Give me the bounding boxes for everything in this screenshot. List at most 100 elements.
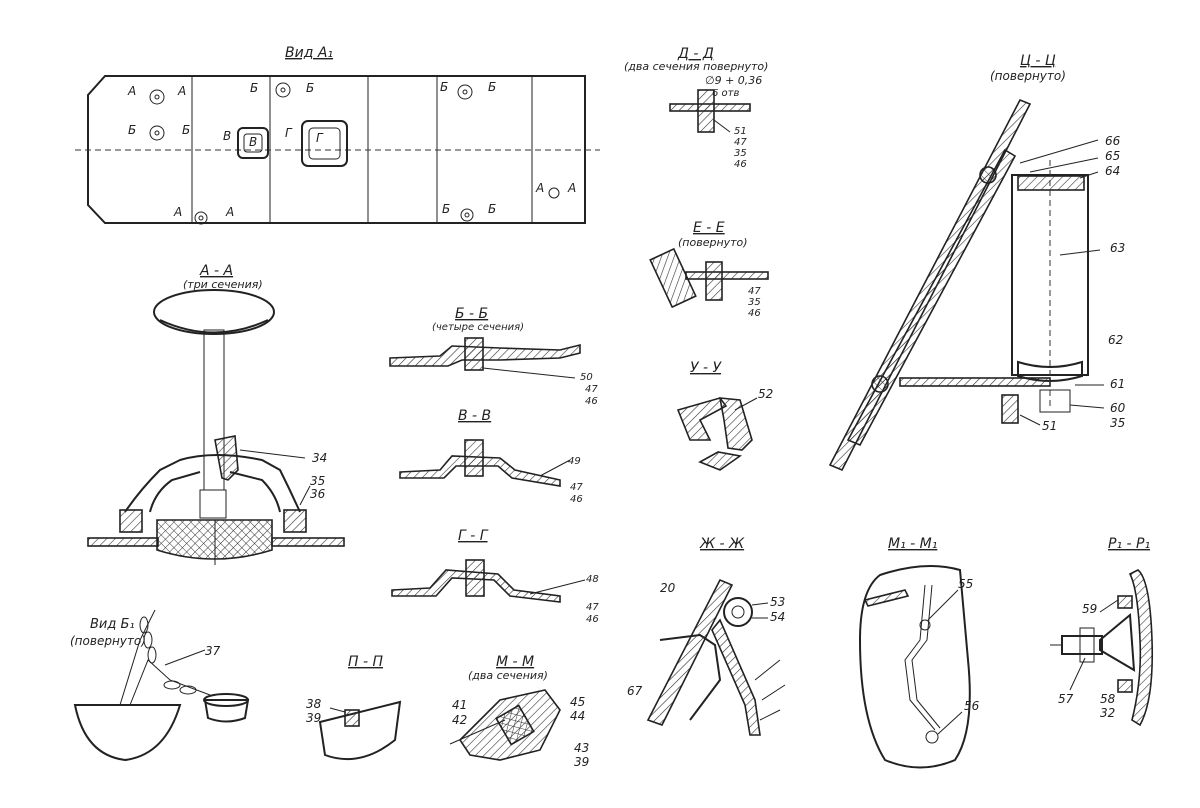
mark: В	[249, 135, 257, 149]
section-gg-title: Г - Г	[458, 528, 489, 544]
view-b1: Вид Б₁ (повернуто) 37	[70, 609, 250, 762]
callout: 35	[748, 297, 761, 308]
section-pp-title: П - П	[348, 654, 383, 670]
callout: 47	[585, 384, 598, 395]
callout: 54	[770, 610, 785, 624]
section-tsts: Ц - Ц (повернуто) 66 65 64 63 62 61 60 3…	[828, 53, 1126, 472]
callout: 46	[748, 308, 761, 319]
section-dd-subtitle: (два сечения повернуто)	[624, 60, 768, 73]
section-mm: М - М (два сечения) 41 42 45 44 43 39	[449, 654, 589, 769]
section-uu: У - У 52	[676, 360, 773, 471]
section-dd-title: Д - Д	[677, 46, 714, 62]
callout: 64	[1105, 164, 1120, 178]
callout: 50	[580, 372, 593, 383]
callout: 51	[734, 126, 747, 137]
callout: 52	[758, 387, 773, 401]
section-mm-subtitle: (два сечения)	[468, 669, 548, 682]
section-ee-subtitle: (повернуто)	[678, 236, 748, 249]
section-aa-subtitle: (три сечения)	[183, 278, 263, 291]
mark: А	[173, 205, 182, 219]
section-ee: Е - Е (повернуто) 47 35 46	[649, 220, 769, 319]
section-vv: В - В 49 47 46	[399, 408, 583, 505]
callout: 35	[1110, 416, 1125, 430]
mark: А	[567, 181, 576, 195]
section-bb-title: Б - Б	[455, 306, 488, 322]
callout: 58	[1100, 692, 1116, 706]
callout: 53	[770, 595, 785, 609]
callout: 43	[574, 741, 589, 755]
section-aa: А - А (три сечения) 34 35 36	[87, 263, 345, 565]
callout: 56	[964, 699, 980, 713]
mark: Б	[442, 202, 450, 216]
callout: 37	[205, 644, 221, 658]
mark: Б	[440, 80, 448, 94]
section-m1m1-title: М₁ - М₁	[888, 536, 937, 552]
callout: 35	[310, 474, 325, 488]
mark: Б	[182, 123, 190, 137]
callout: 47	[734, 137, 747, 148]
callout: 48	[586, 574, 599, 585]
callout: 46	[734, 159, 747, 170]
callout: 46	[570, 494, 583, 505]
callout: 36	[310, 487, 326, 501]
callout: 65	[1105, 149, 1120, 163]
callout: 44	[570, 709, 585, 723]
section-bb-subtitle: (четыре сечения)	[432, 322, 524, 333]
section-aa-title: А - А	[199, 263, 233, 279]
mark: А	[127, 84, 136, 98]
view-a1-title: Вид А₁	[285, 45, 333, 61]
callout: 39	[574, 755, 589, 769]
section-dd-dim2: 6 отв	[712, 88, 739, 99]
callout: 66	[1105, 134, 1121, 148]
callout: 39	[306, 711, 321, 725]
section-m1m1: М₁ - М₁ 55 56	[858, 536, 980, 769]
mark: Б	[306, 81, 314, 95]
callout: 47	[570, 482, 583, 493]
callout: 38	[306, 697, 322, 711]
mark: Б	[488, 202, 496, 216]
section-r1r1-title: Р₁ - Р₁	[1108, 536, 1150, 552]
callout: 49	[568, 456, 581, 467]
callout: 63	[1110, 241, 1125, 255]
callout: 45	[570, 695, 585, 709]
callout: 46	[585, 396, 598, 407]
section-bb: Б - Б (четыре сечения) 50 47 46	[389, 306, 598, 407]
section-dd-dim: ∅9 + 0,36	[705, 74, 762, 87]
panel-outline	[87, 75, 586, 224]
callout: 47	[748, 286, 761, 297]
callout: 62	[1108, 333, 1123, 347]
mark: Б	[128, 123, 136, 137]
view-b1-title: Вид Б₁	[90, 617, 135, 632]
mark: Б	[250, 81, 258, 95]
callout: 46	[586, 614, 599, 625]
section-tsts-title: Ц - Ц	[1020, 53, 1056, 69]
callout: 35	[734, 148, 747, 159]
callout: 60	[1110, 401, 1126, 415]
callout: 41	[452, 698, 467, 712]
section-zhzh-title: Ж - Ж	[699, 536, 745, 552]
section-vv-title: В - В	[458, 408, 491, 424]
callout: 20	[660, 581, 676, 595]
callout: 55	[958, 577, 973, 591]
callout: 34	[312, 451, 327, 465]
section-dd: Д - Д (два сечения повернуто) ∅9 + 0,36 …	[624, 46, 768, 170]
mark: А	[177, 84, 186, 98]
view-b1-subtitle: (повернуто)	[70, 634, 146, 648]
section-ee-title: Е - Е	[693, 220, 725, 236]
section-uu-title: У - У	[690, 360, 722, 376]
callout: 61	[1110, 377, 1125, 391]
mark: В	[223, 129, 231, 143]
section-pp: П - П 38 39	[306, 654, 402, 761]
section-gg: Г - Г 48 47 46	[391, 528, 599, 625]
callout: 42	[452, 713, 467, 727]
mark: Б	[488, 80, 496, 94]
view-a1: Вид А₁ А А Б Б Б Б В	[75, 45, 600, 225]
callout: 51	[1042, 419, 1057, 433]
mark: А	[225, 205, 234, 219]
section-tsts-subtitle: (повернуто)	[990, 69, 1066, 83]
callout: 57	[1058, 692, 1074, 706]
callout: 47	[586, 602, 599, 613]
mark: А	[535, 181, 544, 195]
callout: 67	[627, 684, 643, 698]
